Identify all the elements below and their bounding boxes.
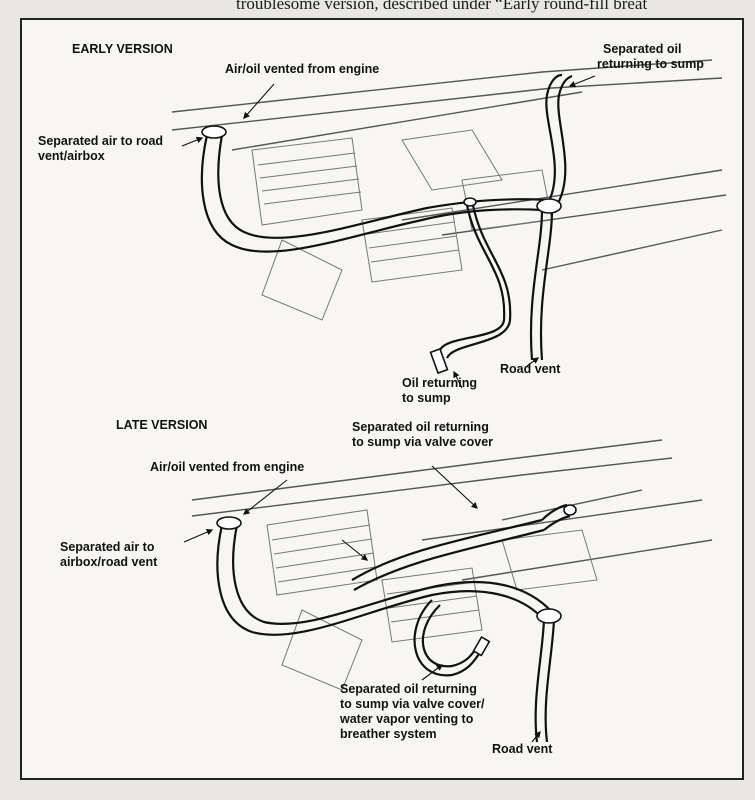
late-separated-air-label: Separated air to airbox/road vent [60, 540, 158, 569]
breather-diagram-art [171, 59, 727, 743]
early-air-oil-vented-label: Air/oil vented from engine [225, 62, 380, 76]
late-version-title: LATE VERSION [116, 418, 208, 432]
early-leader-lines [181, 75, 596, 389]
early-oil-returning-label: Oil returning to sump [402, 376, 477, 405]
late-fittings [216, 504, 577, 657]
late-separated-oil-water-label: Separated oil returning to sump via valv… [340, 682, 485, 741]
early-road-vent-label: Road vent [500, 362, 561, 376]
early-separated-oil-return-label: Separated oil returning to sump [597, 42, 704, 71]
early-hoses [200, 73, 573, 361]
early-version-title: EARLY VERSION [72, 42, 173, 56]
diagram-frame: EARLY VERSION Air/oil vented from engine… [20, 18, 744, 780]
late-engine-fins [266, 509, 598, 691]
header-text: troublesome version, described under “Ea… [236, 0, 648, 13]
late-road-vent-label: Road vent [492, 742, 553, 756]
late-leader-lines [183, 465, 541, 743]
early-separated-air-label: Separated air to road vent/airbox [38, 134, 164, 163]
early-frame-rails [171, 59, 727, 271]
late-separated-oil-valve-label: Separated oil returning to sump via valv… [352, 420, 494, 449]
early-fittings [201, 125, 562, 375]
late-hoses [216, 503, 571, 743]
late-air-oil-vented-label: Air/oil vented from engine [150, 460, 305, 474]
